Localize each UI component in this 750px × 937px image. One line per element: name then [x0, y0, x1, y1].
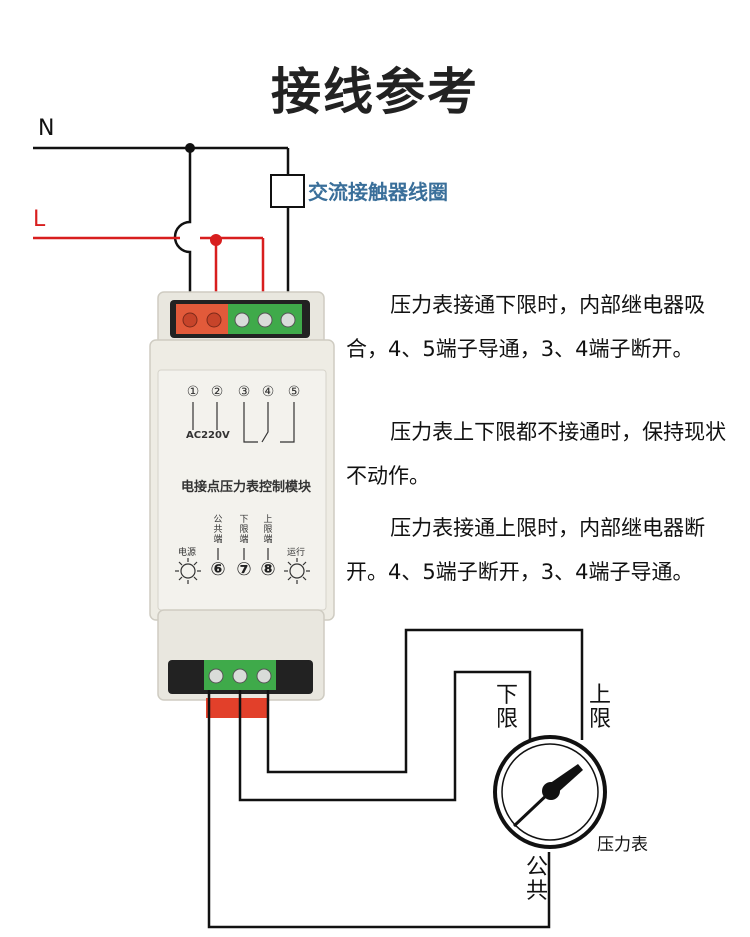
description-lower-limit: 压力表接通下限时，内部继电器吸合，4、5端子导通，3、4端子断开。 — [346, 293, 706, 361]
terminal-7-label: ⑦ — [236, 559, 252, 580]
power-lamp — [175, 558, 201, 584]
gauge-lower-label: 下限 — [495, 683, 518, 732]
terminal-5-label: ⑤ — [287, 384, 301, 400]
gauge-common-label: 公共 — [525, 855, 548, 904]
live-junction — [210, 234, 222, 246]
supply-voltage-label: AC220V — [186, 430, 230, 441]
control-module — [149, 291, 335, 718]
page-title: 接线参考 — [271, 63, 479, 121]
terminal-2-label: ② — [210, 384, 224, 400]
common-terminal-label: 公共端 — [213, 515, 223, 545]
gauge-upper-label: 上限 — [588, 683, 611, 732]
terminal-3-label: ③ — [237, 384, 251, 400]
gauge-wiring — [207, 628, 584, 929]
run-lamp-label: 运行 — [287, 548, 306, 558]
neutral-junction — [185, 143, 195, 153]
pressure-gauge — [493, 735, 607, 849]
terminal-1-label: ① — [186, 384, 200, 400]
bottom-terminal-block — [204, 660, 276, 690]
run-lamp — [284, 558, 310, 584]
top-terminal-block — [176, 304, 302, 334]
lower-terminal-label: 下限端 — [239, 515, 249, 545]
terminal-4-label: ④ — [261, 384, 275, 400]
terminal-8-label: ⑧ — [260, 559, 276, 580]
power-lamp-label: 电源 — [178, 548, 197, 558]
neutral-wire — [33, 146, 290, 305]
description-no-contact: 压力表上下限都不接通时，保持现状不动作。 — [346, 420, 727, 488]
contactor-coil — [270, 174, 305, 208]
terminal-schematic — [192, 402, 295, 560]
module-title: 电接点压力表控制模块 — [180, 480, 311, 495]
gauge-name: 压力表 — [597, 835, 648, 855]
upper-terminal-label: 上限端 — [263, 515, 273, 545]
live-label: L — [33, 207, 46, 232]
coil-label: 交流接触器线圈 — [308, 180, 448, 204]
neutral-label: N — [38, 116, 55, 141]
terminal-6-label: ⑥ — [210, 559, 226, 580]
description-upper-limit: 压力表接通上限时，内部继电器断开。4、5端子断开，3、4端子导通。 — [346, 516, 706, 584]
